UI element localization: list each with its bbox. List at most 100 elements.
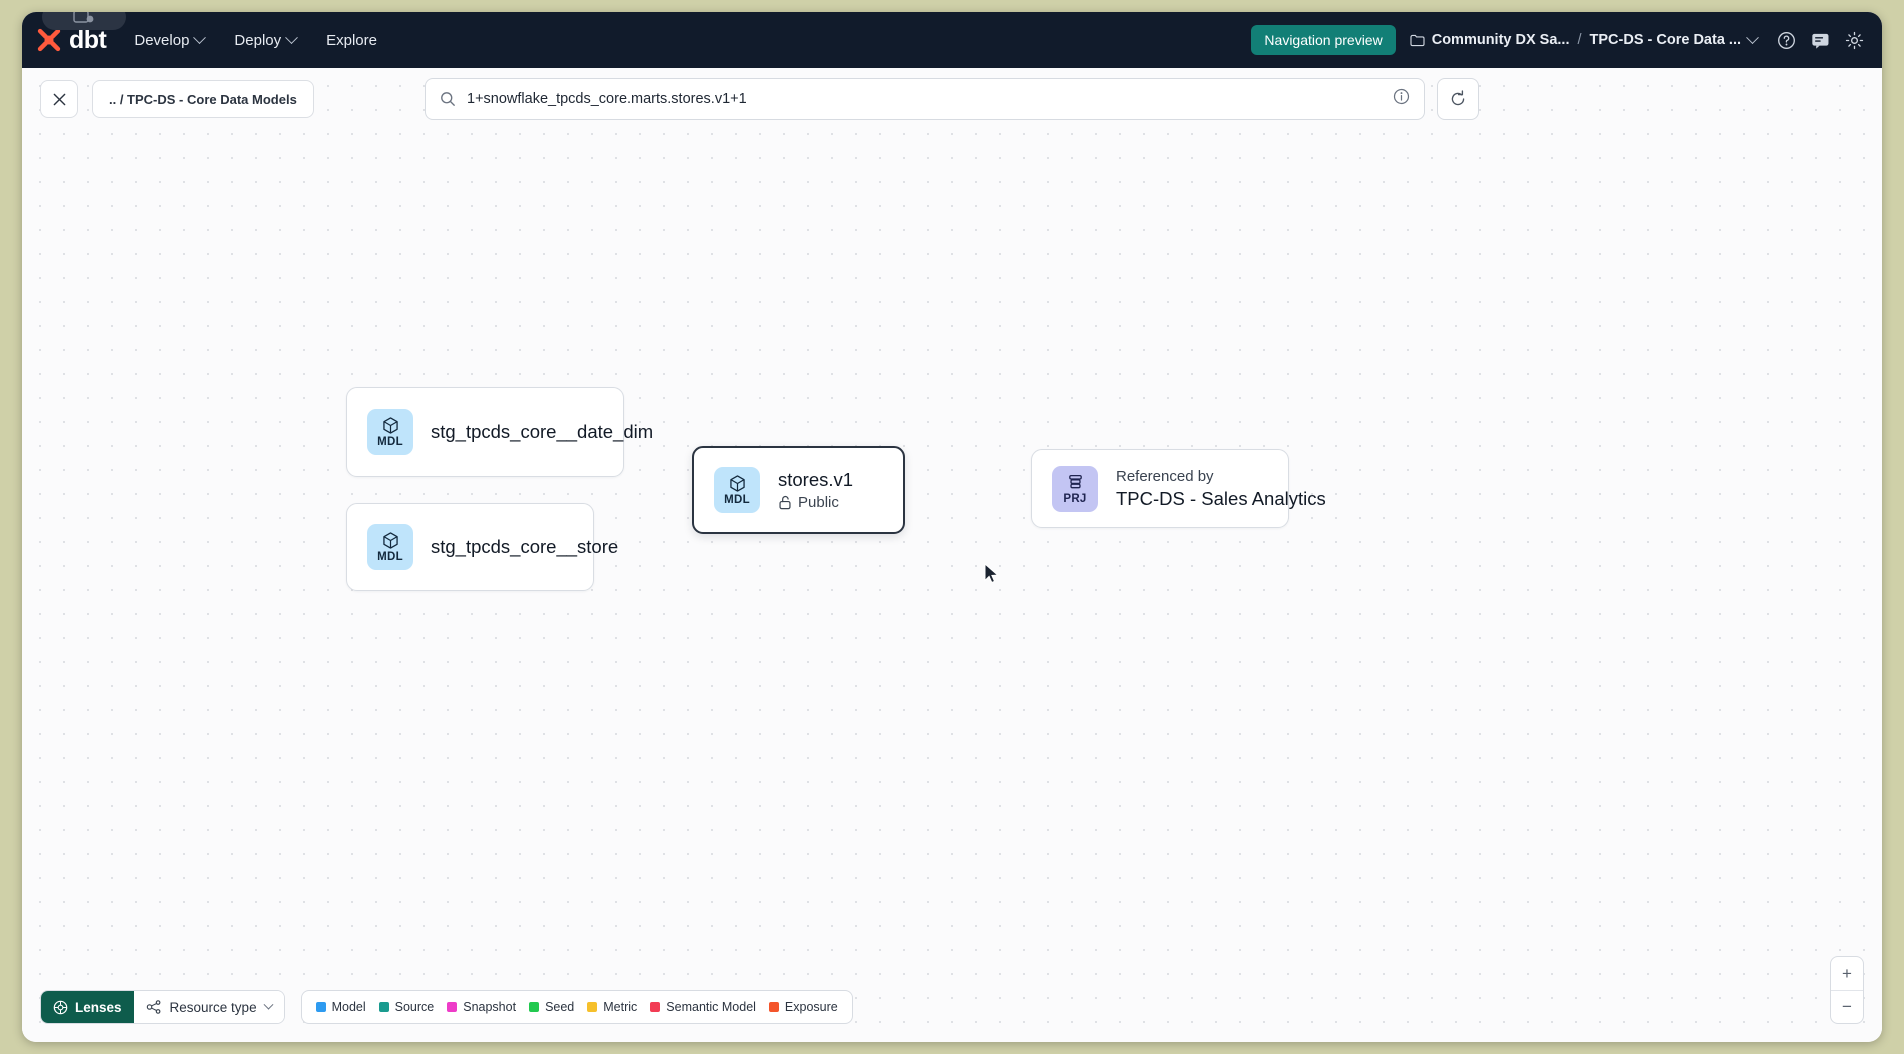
- navbar-breadcrumb: Community DX Sa... / TPC-DS - Core Data …: [1410, 30, 1759, 48]
- node-body: stg_tpcds_core__date_dim: [431, 421, 653, 443]
- chevron-down-icon: [263, 999, 274, 1010]
- breadcrumb-project[interactable]: TPC-DS - Core Data ...: [1589, 30, 1759, 48]
- legend-swatch: [650, 1002, 661, 1012]
- legend-label: Seed: [545, 1000, 575, 1014]
- dbt-logo-text: dbt: [69, 25, 107, 54]
- chevron-down-icon: [285, 30, 298, 44]
- node-title: TPC-DS - Sales Analytics: [1116, 487, 1326, 509]
- dbt-logo[interactable]: dbt: [36, 25, 107, 55]
- node-title: stg_tpcds_core__date_dim: [431, 421, 654, 442]
- legend-label: Model: [331, 1000, 366, 1014]
- legend-label: Exposure: [784, 1000, 838, 1014]
- node-access-row: Public: [778, 494, 853, 511]
- nav-link-explore[interactable]: Explore: [324, 26, 379, 55]
- lineage-node-stg-tpcds-core-store[interactable]: MDL stg_tpcds_core__store: [346, 503, 618, 591]
- refresh-icon: [1451, 90, 1465, 106]
- project-stack-icon: [1068, 474, 1082, 488]
- breadcrumb-project-label: TPC-DS - Core Data ...: [1589, 32, 1741, 48]
- lineage-node-stg-tpcds-core-date-dim[interactable]: MDL stg_tpcds_core__date_dim: [346, 387, 653, 477]
- window-chrome-icon: [73, 12, 94, 23]
- resource-badge-prj: PRJ: [1052, 465, 1098, 512]
- legend-item-exposure: Exposure: [768, 1000, 838, 1014]
- resource-badge-label: MDL: [377, 436, 403, 448]
- navigation-preview-badge[interactable]: Navigation preview: [1251, 25, 1396, 55]
- nav-link-develop-label: Develop: [134, 31, 190, 49]
- navbar-icon-group: [1777, 31, 1864, 50]
- breadcrumb-account[interactable]: Community DX Sa...: [1410, 32, 1570, 48]
- search-icon: [441, 92, 455, 106]
- legend-label: Semantic Model: [666, 1000, 756, 1014]
- refresh-button[interactable]: [1437, 78, 1479, 120]
- resource-badge-mdl: MDL: [714, 467, 760, 513]
- search-box[interactable]: [425, 78, 1425, 120]
- legend-item-metric: Metric: [587, 1000, 637, 1014]
- folder-icon: [1410, 34, 1425, 46]
- close-icon: [53, 93, 65, 105]
- node-body: stg_tpcds_core__store: [431, 536, 618, 558]
- legend-label: Metric: [603, 1000, 638, 1014]
- dbt-logo-icon: [37, 28, 61, 52]
- node-overline: Referenced by: [1116, 467, 1214, 485]
- lineage-canvas[interactable]: .. / TPC-DS - Core Data Models: [22, 68, 1882, 1042]
- lens-controls-group: Lenses Resource type: [40, 990, 285, 1024]
- search-input[interactable]: [467, 91, 1382, 107]
- resource-type-dropdown[interactable]: Resource type: [133, 991, 284, 1023]
- lineage-toolbar: .. / TPC-DS - Core Data Models: [22, 68, 1882, 130]
- resource-badge-label: MDL: [377, 551, 403, 563]
- zoom-controls: + −: [1830, 956, 1864, 1024]
- cube-icon: [382, 417, 398, 434]
- resource-badge-mdl: MDL: [367, 409, 413, 455]
- cube-icon: [382, 532, 398, 549]
- legend-label: Source: [394, 1000, 435, 1014]
- unlock-icon: [779, 495, 791, 510]
- info-circle-icon[interactable]: [1393, 88, 1410, 110]
- node-body: Referenced by TPC-DS - Sales Analytics: [1116, 468, 1326, 510]
- nav-link-deploy[interactable]: Deploy: [232, 26, 298, 55]
- nav-links: Develop Deploy Explore: [132, 26, 379, 55]
- app-window: dbt Develop Deploy Explore Navigation pr…: [22, 12, 1882, 1042]
- zoom-in-button[interactable]: +: [1842, 963, 1852, 983]
- chevron-down-icon: [1746, 30, 1759, 44]
- lineage-nodes: MDL stg_tpcds_core__date_dim MDL stg_tpc…: [22, 68, 1882, 1042]
- nav-link-deploy-label: Deploy: [234, 31, 282, 49]
- resource-badge-mdl: MDL: [367, 524, 413, 570]
- legend-swatch: [315, 1002, 326, 1012]
- nav-link-explore-label: Explore: [326, 31, 377, 49]
- legend-swatch: [587, 1002, 598, 1012]
- node-body: stores.v1 Public: [778, 469, 853, 511]
- breadcrumb-separator: /: [1577, 32, 1582, 48]
- legend-item-seed: Seed: [529, 1000, 574, 1014]
- node-access-label: Public: [798, 494, 839, 511]
- search-area: [425, 78, 1479, 120]
- lens-aperture-icon: [53, 1000, 68, 1014]
- nav-link-develop[interactable]: Develop: [132, 26, 207, 55]
- feedback-chat-icon[interactable]: [1811, 31, 1830, 50]
- legend-swatch: [378, 1002, 389, 1012]
- lineage-node-stores-v1[interactable]: MDL stores.v1 Public: [692, 446, 905, 534]
- breadcrumb-account-label: Community DX Sa...: [1431, 32, 1570, 48]
- lineage-node-referenced-by-project[interactable]: PRJ Referenced by TPC-DS - Sales Analyti…: [1031, 449, 1326, 528]
- close-button[interactable]: [40, 80, 78, 118]
- resource-badge-label: MDL: [724, 494, 750, 506]
- top-navbar: dbt Develop Deploy Explore Navigation pr…: [22, 12, 1882, 68]
- legend-item-model: Model: [315, 1000, 366, 1014]
- window-chrome-pill: [42, 12, 126, 30]
- navbar-right: Navigation preview Community DX Sa... / …: [1251, 25, 1864, 55]
- gear-icon[interactable]: [1845, 31, 1864, 50]
- legend-item-snapshot: Snapshot: [447, 1000, 516, 1014]
- node-title: stg_tpcds_core__store: [431, 536, 619, 557]
- legend-item-semantic-model: Semantic Model: [650, 1000, 756, 1014]
- legend-swatch: [447, 1002, 458, 1012]
- chevron-down-icon: [193, 30, 207, 44]
- zoom-out-button[interactable]: −: [1831, 990, 1863, 1023]
- help-circle-icon[interactable]: [1777, 31, 1796, 50]
- legend-swatch: [529, 1002, 540, 1012]
- lineage-bottom-bar: Lenses Resource type Model: [40, 990, 853, 1024]
- resource-type-legend: Model Source Snapshot Seed Metric: [300, 990, 853, 1024]
- lenses-label: Lenses: [75, 999, 122, 1015]
- resource-badge-label: PRJ: [1063, 492, 1087, 505]
- node-title: stores.v1: [778, 469, 854, 490]
- project-breadcrumb-button[interactable]: .. / TPC-DS - Core Data Models: [92, 80, 314, 118]
- legend-swatch: [768, 1002, 779, 1012]
- lenses-button[interactable]: Lenses: [41, 991, 134, 1023]
